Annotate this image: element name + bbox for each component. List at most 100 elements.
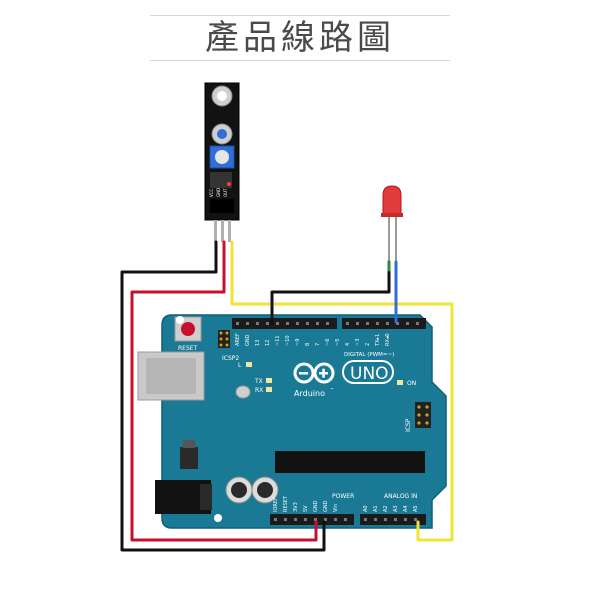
header-pin <box>414 518 417 521</box>
wire-red-vcc-to-5v <box>130 240 318 542</box>
logo-loop-left <box>293 362 315 384</box>
arduino-wordmark: Arduino <box>294 389 325 398</box>
arduino-trademark: ™ <box>330 387 334 392</box>
header-pin <box>396 322 399 325</box>
pin-label: ~9 <box>295 339 301 346</box>
header-pin <box>356 322 359 325</box>
header-pin <box>256 322 259 325</box>
ir-emitter-lens <box>217 91 227 101</box>
header-pin <box>276 322 279 325</box>
digital-header-low <box>342 318 426 329</box>
dc-power-jack-lip <box>200 484 212 510</box>
capacitor-1-top <box>231 482 247 498</box>
led-on-indicator <box>397 380 403 385</box>
led-l-label: L <box>238 362 242 369</box>
icsp2-header <box>218 330 230 348</box>
pin-label: GND <box>313 500 319 512</box>
pin-label: A3 <box>393 505 399 512</box>
pin-label: IOREF <box>273 497 279 512</box>
mount-hole-2 <box>214 514 222 522</box>
pin-label: RX◂0 <box>385 333 391 346</box>
board-pcb <box>161 314 447 529</box>
wire-black-gnd-to-gnd <box>120 240 326 552</box>
wires <box>120 240 454 552</box>
header-pin <box>324 518 327 521</box>
led-rx-indicator <box>266 387 272 392</box>
crystal <box>235 385 251 399</box>
mount-hole-1 <box>176 316 184 324</box>
led-tx-indicator <box>266 378 272 383</box>
pin-label: 4 <box>345 343 351 346</box>
sensor-pin-label: OUT <box>223 188 228 197</box>
pin-label: 2 <box>365 343 371 346</box>
header-pin <box>366 322 369 325</box>
logo-minus <box>299 372 308 375</box>
voltage-regulator <box>180 447 198 469</box>
pin-label: 5V <box>303 505 309 512</box>
pin-label: A4 <box>403 505 409 512</box>
analog-header <box>360 514 426 525</box>
pin-label: AREF <box>235 333 241 346</box>
header-pin <box>306 322 309 325</box>
header-pin <box>246 322 249 325</box>
red-led <box>381 185 403 262</box>
pin-label: 3V3 <box>293 502 299 512</box>
atmega-chip <box>275 451 425 473</box>
header-pin <box>236 322 239 325</box>
page-title: 產品線路圖 <box>205 18 395 58</box>
arduino-logo: UNO Arduino ™ <box>293 360 394 398</box>
header-pin <box>294 518 297 521</box>
pin-label: ~6 <box>325 339 331 346</box>
sensor-pin-out <box>228 220 231 242</box>
header-top-rule <box>150 15 450 16</box>
logo-plus-v <box>322 368 325 378</box>
icsp2-label: ICSP2 <box>222 355 239 362</box>
header-pin <box>346 322 349 325</box>
header: 產品線路圖 <box>0 0 600 70</box>
pin-label: Vin <box>333 504 339 512</box>
header-pin <box>394 518 397 521</box>
header-pin <box>284 518 287 521</box>
reset-label: RESET <box>178 345 198 352</box>
pin-label: ~10 <box>285 335 291 346</box>
header-pin <box>404 518 407 521</box>
wire-yellow-out-to-a0 <box>230 240 454 542</box>
pin-label: GND <box>245 334 251 346</box>
reset-button-cap <box>181 322 195 336</box>
voltage-regulator-tab <box>183 440 195 448</box>
pin-label: 13 <box>255 340 261 346</box>
header-pin <box>296 322 299 325</box>
pin-label: ~3 <box>355 339 361 346</box>
header-pin <box>286 322 289 325</box>
pin-label: GND <box>323 500 329 512</box>
sensor-led <box>227 182 231 186</box>
header-bottom-rule <box>150 60 450 61</box>
header-pin <box>374 518 377 521</box>
led-rx-label: RX <box>255 387 263 394</box>
ir-receiver-lens <box>217 129 227 139</box>
capacitor-2-top <box>257 482 273 498</box>
pin-label: A5 <box>413 505 419 512</box>
power-header-pins <box>274 518 347 521</box>
digital-header-low-pins <box>346 322 419 325</box>
header-pin <box>334 518 337 521</box>
led-tx-label: TX <box>254 378 263 385</box>
sensor-header <box>210 199 234 213</box>
sensor-pin-label: VCC <box>209 188 214 197</box>
header-pin <box>364 518 367 521</box>
led-on-label: ON <box>407 380 416 387</box>
led-dome <box>382 185 402 215</box>
led-rim <box>381 213 403 217</box>
pin-label: 8 <box>305 343 311 346</box>
sensor-pin-gnd <box>221 220 224 242</box>
comparator-chip <box>210 172 232 188</box>
header-pin <box>314 518 317 521</box>
digital-section-label: DIGITAL (PWM=~) <box>344 352 394 358</box>
logo-loop-right <box>313 362 335 384</box>
pin-label: ~11 <box>275 335 281 346</box>
